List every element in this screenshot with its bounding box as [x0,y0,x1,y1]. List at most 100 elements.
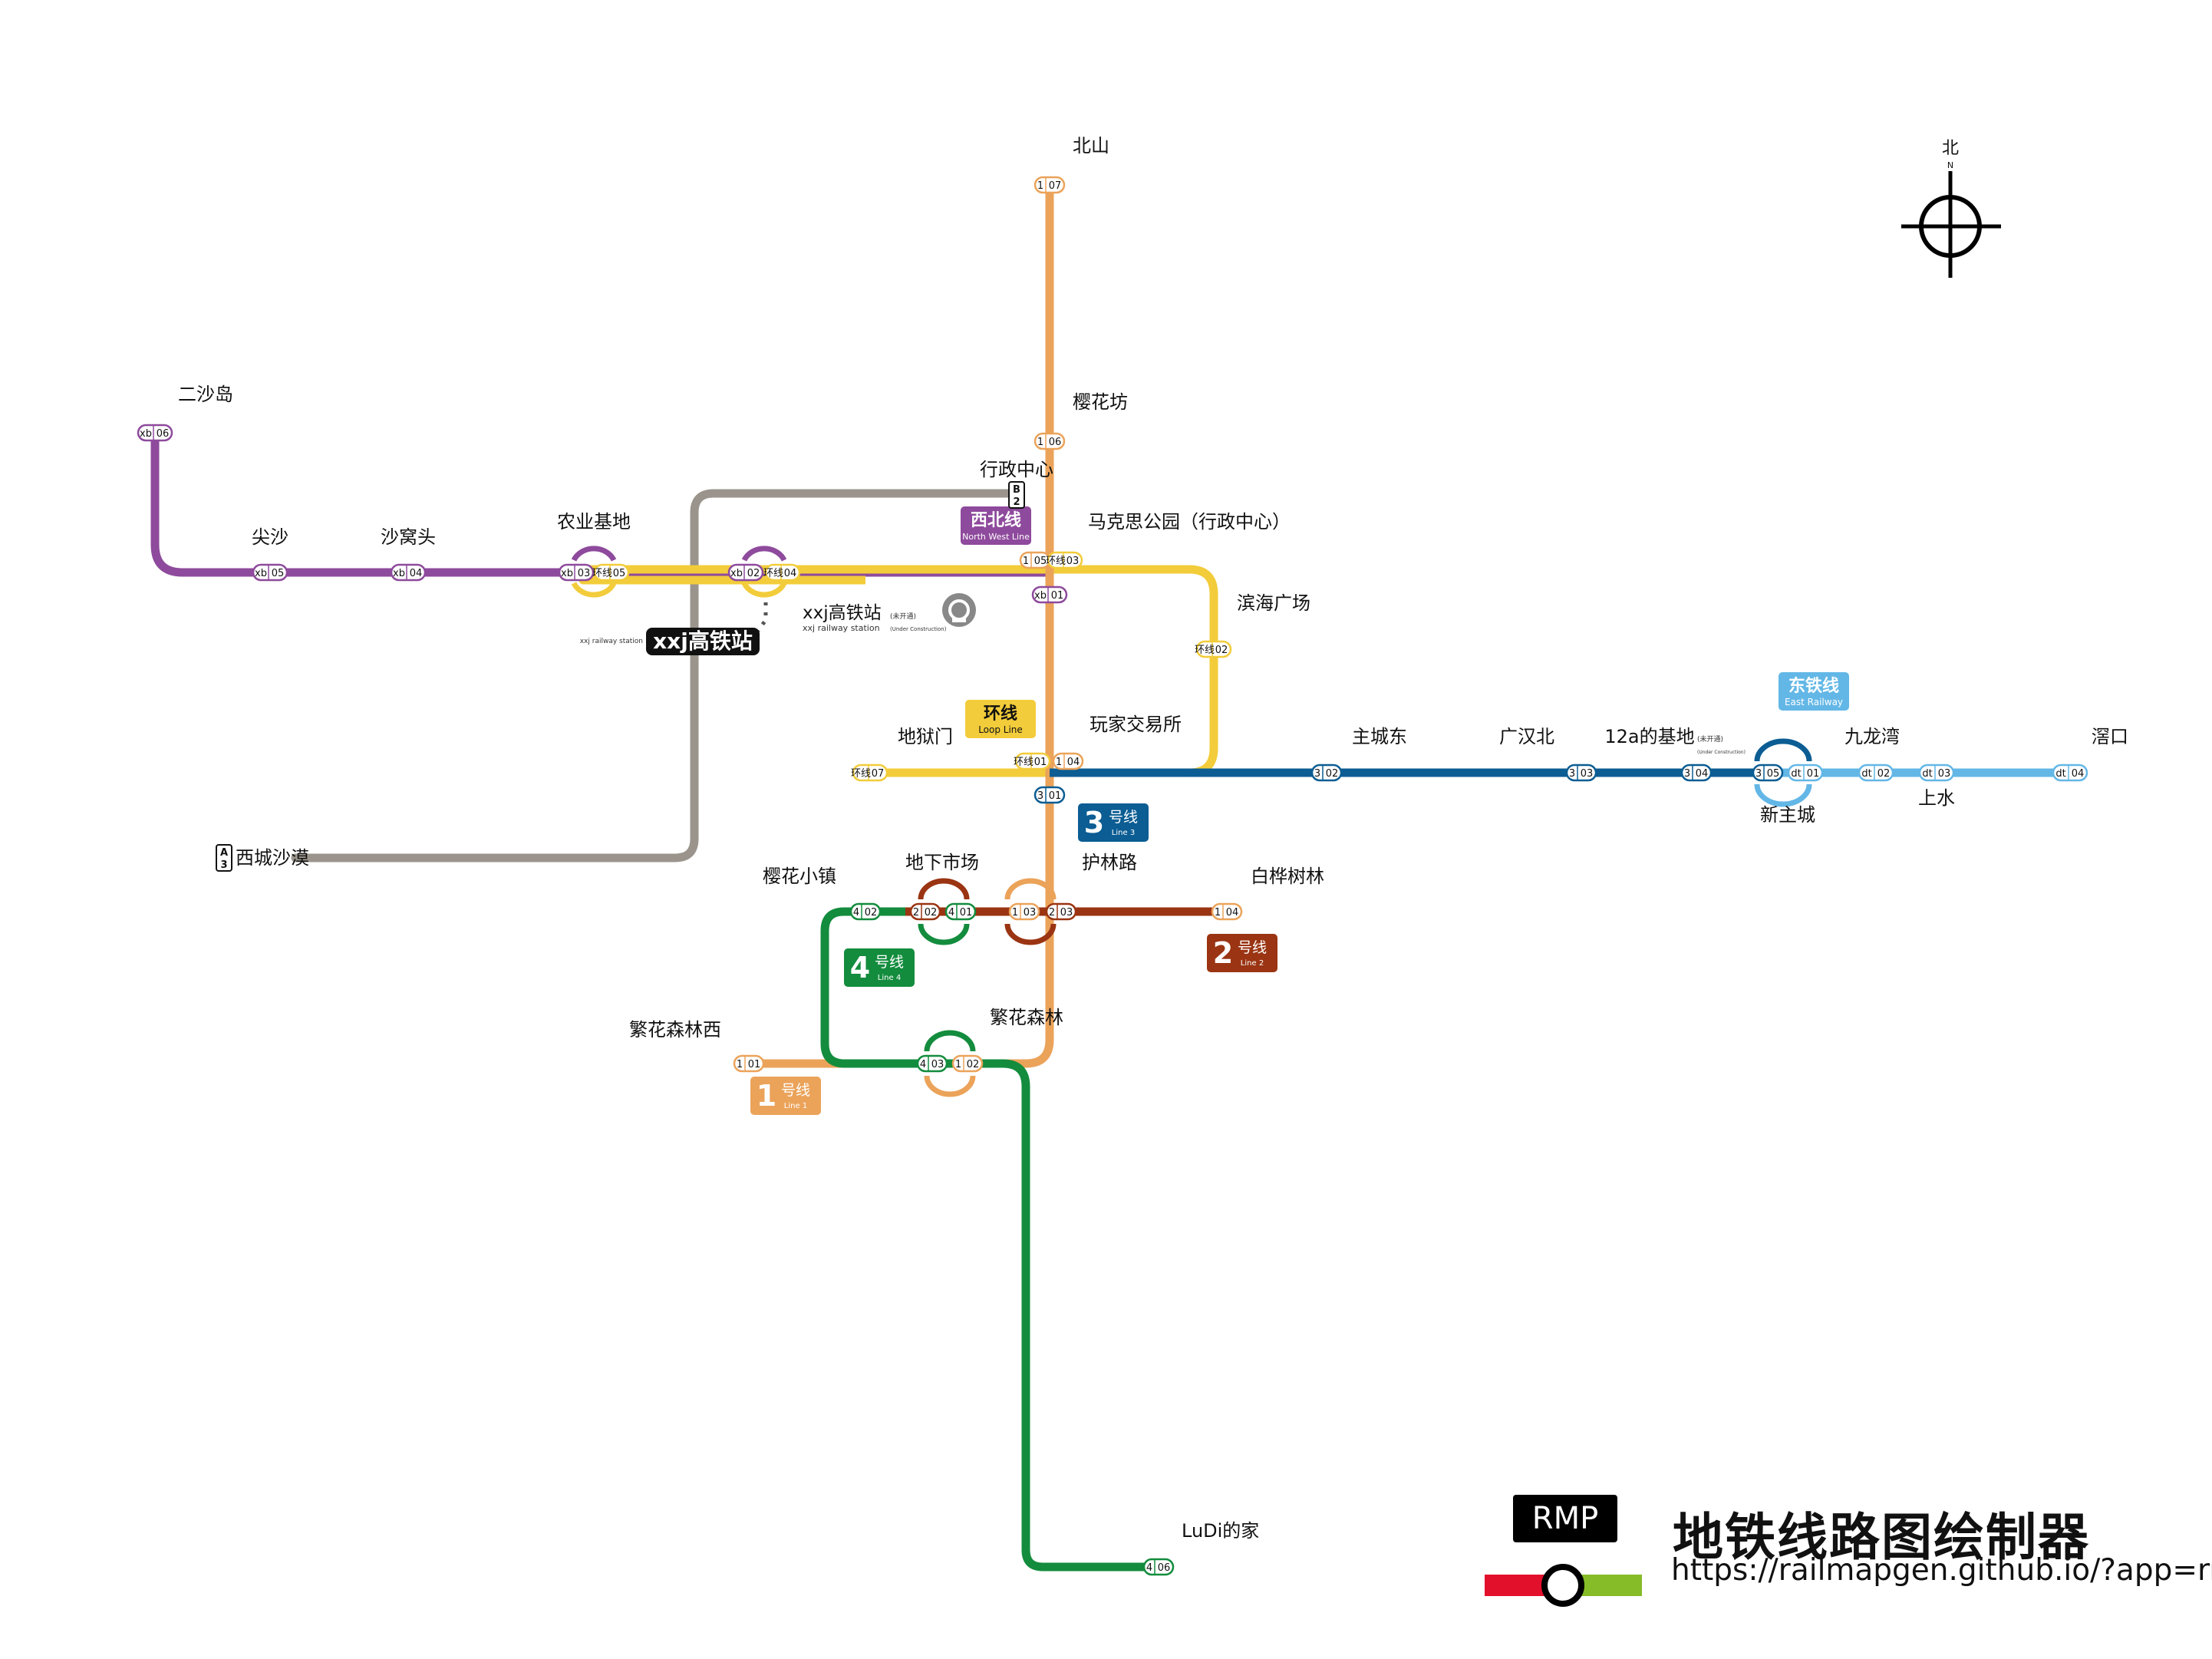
svg-text:4: 4 [920,1059,926,1070]
station-code-pill: 3 01 [1033,786,1066,804]
svg-text:02: 02 [1215,645,1228,656]
transfer-loops [571,546,1812,1097]
svg-text:03: 03 [1581,768,1594,780]
svg-text:04: 04 [410,568,423,579]
svg-text:xb: xb [140,428,152,440]
station-name: 上水 [1918,787,1955,809]
svg-text:02: 02 [1326,768,1339,780]
svg-text:01: 01 [1051,590,1064,602]
compass-icon [1901,171,2001,278]
svg-text:02: 02 [865,907,878,919]
xxj-station-name-en: xxj railway station [580,638,643,645]
line-badge-4: 4 号线 Line 4 [844,948,915,987]
svg-text:1: 1 [955,1059,961,1070]
line-badge-2: 2 号线 Line 2 [1207,934,1277,972]
svg-text:A: A [220,847,228,859]
svg-text:1: 1 [1037,180,1043,192]
xxj-station-name: xxj高铁站 [653,628,753,654]
svg-text:1: 1 [737,1059,743,1070]
svg-text:环线: 环线 [592,568,612,579]
svg-text:3: 3 [1755,768,1762,780]
svg-text:3: 3 [1569,768,1575,780]
svg-text:4: 4 [853,907,859,919]
station-name: 12a的基地 [1604,726,1694,747]
svg-text:dt: dt [1922,768,1932,780]
station-name: 主城东 [1352,726,1407,747]
svg-text:1: 1 [1037,437,1043,448]
line-2-name-en: Line 2 [1241,959,1264,968]
svg-text:04: 04 [1067,757,1080,768]
xxj-new-station-note-en: (Under Construction) [890,626,947,632]
svg-text:02: 02 [1877,768,1891,780]
brand-title: 地铁线路图绘制器 [1673,1508,2090,1567]
brand-url[interactable]: https://railmapgen.github.io/?app=rmp [1671,1553,2212,1588]
svg-text:3: 3 [1037,790,1043,802]
line-nw-name-cn: 西北线 [971,510,1021,530]
station-name: 樱花坊 [1073,391,1128,413]
svg-text:02: 02 [747,568,760,579]
railway-icon [942,593,976,627]
station-note-en: (Under Construction) [1697,750,1746,755]
svg-text:01: 01 [1049,790,1062,802]
svg-text:03: 03 [1060,907,1073,919]
line-3-name-en: Line 3 [1112,829,1135,837]
xxj-new-station-label: xxj高铁站 (未开通) xxj railway station (Under … [803,593,976,633]
svg-text:xb: xb [561,568,573,579]
line-east-name-cn: 东铁线 [1788,676,1839,696]
xxj-new-station-name-en: xxj railway station [803,623,880,633]
station-name: 尖沙 [252,526,288,548]
station-name: 玩家交易所 [1090,714,1182,735]
line-3-number: 3 [1084,806,1104,839]
svg-text:03: 03 [1066,556,1080,567]
svg-text:04: 04 [2072,768,2085,780]
station-name: 白桦树林 [1251,866,1324,887]
compass: 北 N [1901,139,2001,278]
station-name: 九龙湾 [1844,726,1900,747]
svg-text:01: 01 [960,907,973,919]
svg-text:05: 05 [272,568,285,579]
svg-text:环线: 环线 [1014,757,1033,768]
line-2-name-cn: 号线 [1238,939,1267,956]
svg-text:05: 05 [613,568,626,579]
svg-text:环线: 环线 [851,768,871,780]
station-name: LuDi的家 [1182,1520,1259,1542]
